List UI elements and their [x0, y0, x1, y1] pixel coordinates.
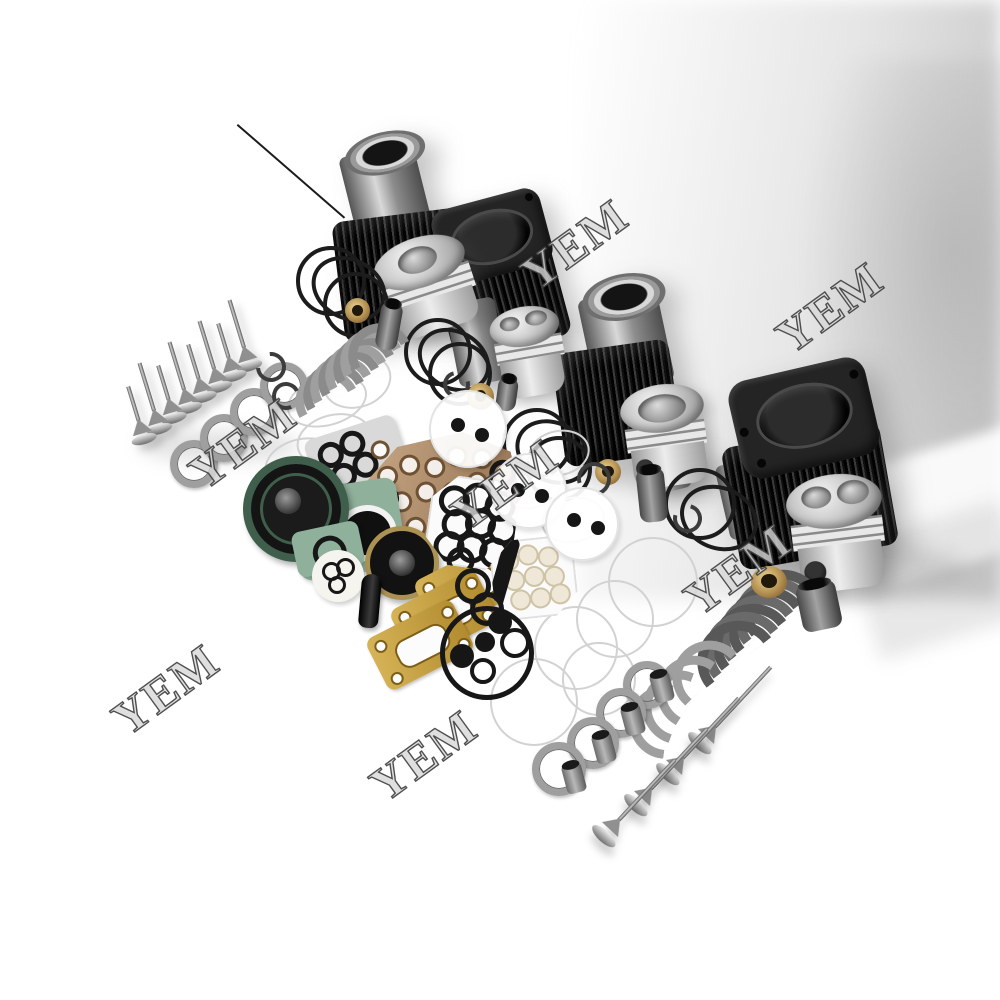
valve-recess	[800, 484, 833, 511]
cream-seal-ring	[529, 586, 552, 609]
pushrod-seal-disc	[491, 453, 567, 529]
rubber-grommet	[591, 521, 605, 535]
rubber-grommet	[535, 489, 549, 503]
valve-stem	[126, 385, 141, 422]
seal-ring	[397, 453, 422, 478]
paper-gasket-disc	[312, 550, 364, 602]
rubber-grommet	[475, 428, 489, 442]
large-o-ring	[440, 606, 534, 700]
valve-seat-ring	[532, 742, 586, 796]
o-ring	[500, 628, 530, 658]
bolt-hole	[388, 669, 406, 688]
bolt-hole	[372, 637, 390, 656]
watermark-yem: YEM	[102, 633, 230, 747]
valve-recess	[394, 241, 441, 279]
rubber-grommet	[511, 483, 525, 497]
rubber-plug	[357, 573, 383, 629]
scratch-line	[236, 124, 346, 219]
bronze-bushing	[751, 566, 787, 598]
rubber-cap	[450, 644, 474, 668]
o-ring	[470, 658, 496, 684]
rubber-grommet	[567, 513, 581, 527]
seal-bore	[275, 488, 301, 514]
watermark-yem: YEM	[360, 699, 488, 813]
cream-seal-ring	[517, 543, 540, 566]
liner-bore	[749, 373, 860, 459]
seal-bore	[389, 550, 415, 576]
cream-seal-ring	[549, 582, 572, 605]
bolt-hole	[524, 192, 534, 202]
pushrod-seal-disc	[545, 487, 619, 561]
valve-seat-ring	[596, 688, 646, 738]
rubber-grommet	[451, 418, 465, 432]
bronze-bushing	[595, 459, 621, 485]
cream-seal-ring	[523, 565, 546, 588]
valve-seat-ring	[200, 414, 248, 462]
valve-seat-ring	[260, 362, 308, 410]
piston-pin	[635, 466, 669, 524]
valve-seat-ring	[230, 388, 278, 436]
valve-recess	[498, 315, 521, 333]
o-ring	[336, 558, 355, 577]
bolt-hole	[848, 368, 860, 380]
chrome-ring	[608, 537, 698, 627]
bronze-bushing	[345, 298, 370, 323]
rubber-cap	[475, 632, 495, 652]
valve-seat-ring	[170, 440, 218, 488]
bolt-hole	[756, 457, 767, 469]
combustion-bowl	[636, 391, 688, 426]
valve-recess	[523, 308, 549, 328]
cream-seal-ring	[509, 588, 532, 611]
valve-recess	[835, 478, 871, 506]
valve-seat-ring	[567, 717, 619, 769]
o-ring	[328, 576, 346, 594]
pushrod-seal-disc	[429, 390, 507, 468]
bolt-hole	[738, 426, 750, 438]
